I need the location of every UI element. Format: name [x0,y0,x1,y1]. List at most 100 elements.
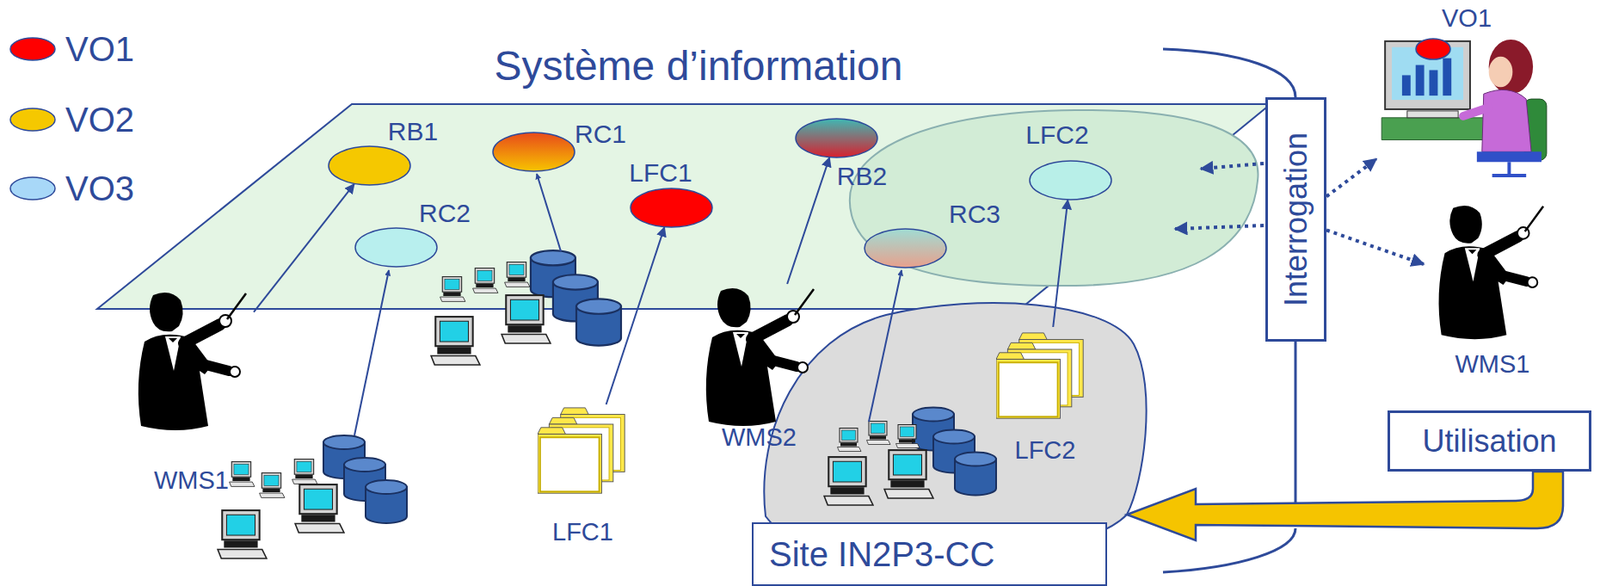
computer [292,459,318,485]
figure-node: WMS1 [129,288,254,495]
publish-arrow [1052,199,1068,327]
diagram-title: Système d’information [494,43,904,90]
legend-row: VO1 [6,28,135,70]
legend-text: VO1 [65,30,135,68]
registry-ellipse: RC1 [492,131,576,173]
legend-ellipse [10,108,56,131]
node-label: RB1 [387,116,438,146]
ellipse-outline [492,132,575,172]
vo-dot [1415,38,1451,60]
query-arrow [1326,229,1424,265]
node-label: RC1 [574,119,627,148]
publish-arrow [787,157,830,284]
computer [501,295,551,344]
figure-label: LFC1 [552,518,614,547]
site-region [763,302,1146,559]
ellipse-shape [794,117,879,159]
conductor-figure [1439,205,1545,339]
ellipse-outline [864,228,947,268]
conductor-figure [706,288,814,426]
site-label: Site IN2P3-CC [769,535,995,573]
ellipse-outline [328,146,411,185]
computer [430,316,480,365]
ellipse-outline [795,118,878,158]
figure-node: LFC2 [989,326,1102,465]
usage-arrow [1126,471,1564,541]
query-box: Interrogation [1265,97,1327,342]
compute-cluster [430,250,622,365]
node-label: LFC2 [1025,120,1089,149]
legend-text: VO2 [65,100,135,139]
figure-node: WMS1 [1423,197,1562,379]
computer [504,262,530,288]
figure-label: WMS1 [153,467,229,495]
ellipse-shape [863,227,948,269]
ellipse-outline [355,227,437,267]
usage-box: Utilisation [1387,410,1592,472]
legend-swatch [6,174,59,203]
computer [217,510,267,559]
ellipse-shape [629,187,714,228]
ellipse-shape [1028,160,1113,201]
folder-stack [537,407,625,493]
figure-label: WMS1 [1455,350,1531,379]
computer [896,424,921,449]
computer [884,449,934,499]
box-label: Utilisation [1421,424,1557,459]
site-label-box: Site IN2P3-CC [751,522,1108,586]
ellipse-outline [630,188,713,228]
computer [295,484,345,533]
registry-ellipse: RB2 [794,117,879,159]
legend-text: VO3 [65,169,135,208]
information-plane [97,104,1271,309]
computer [259,473,285,499]
conductor-figure [138,292,247,431]
legend-row: VO2 [6,98,135,141]
query-arrow [1175,225,1264,229]
computer [440,276,466,302]
figure-label: WMS2 [721,424,797,452]
query-label: Interrogation [1279,132,1314,307]
legend-swatch [6,105,59,134]
figure-label: LFC2 [1015,436,1077,465]
ellipse-shape [354,227,438,268]
node-label: LFC1 [628,158,692,187]
computer [229,461,255,487]
publish-arrow [536,173,561,252]
compute-cluster [824,407,997,505]
ellipse-outline [1029,160,1112,200]
computer [867,421,892,445]
ellipse-shape [492,131,576,173]
figure-label: VO1 [1441,5,1492,33]
node-label: RC3 [948,199,1001,228]
query-arrow [1200,163,1264,169]
ellipse-shape [327,145,412,186]
figure-node: LFC1 [533,404,633,547]
legend-row: VO3 [6,167,135,210]
computer [473,268,499,294]
query-arrow [1326,159,1377,197]
compute-cluster [217,435,407,559]
site-region-plane [849,110,1259,286]
registry-ellipse: LFC2 [1028,160,1113,201]
publish-arrow [606,227,665,405]
computer [837,428,862,452]
computer [824,456,874,505]
registry-ellipse: LFC1 [629,187,714,228]
legend-ellipse [10,177,56,200]
publish-arrow [253,184,355,313]
registry-ellipse: RB1 [327,145,412,186]
user-figure [1381,39,1547,176]
folder-stack [996,332,1084,419]
figure-node: WMS2 [696,283,822,452]
node-label: RB2 [836,161,887,191]
publish-arrow [868,270,902,422]
node-label: RC2 [418,198,471,228]
legend-swatch [6,35,59,63]
legend-ellipse [10,37,56,61]
registry-ellipse: RC3 [863,227,948,269]
publish-arrow [354,270,389,436]
registry-ellipse: RC2 [354,227,438,268]
site-region-node: Site IN2P3-CC LFC2 [751,296,1127,586]
